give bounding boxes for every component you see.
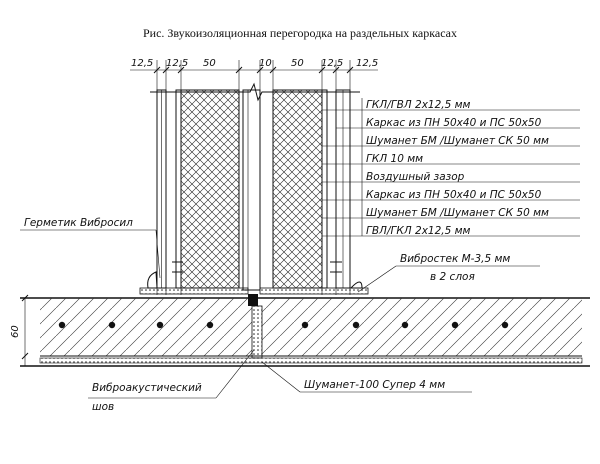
anchor-label-2: в 2 слоя [430,271,475,283]
dim-label: 50 [291,58,304,69]
layer-label: ГКЛ/ГВЛ 2х12,5 мм [366,99,471,111]
floor-slab: 60 [10,294,590,367]
layer-label: Шуманет БМ /Шуманет СК 50 мм [366,207,549,219]
dim-label: 12,5 [131,58,153,69]
dim-label: 50 [203,58,216,69]
partition [139,82,369,306]
layer-label: ГКЛ 10 мм [366,153,423,165]
layer-label: Шуманет БМ /Шуманет СК 50 мм [366,135,549,147]
dim-label: 10 [259,58,272,69]
underlay-label: Шуманет-100 Супер 4 мм [304,379,445,391]
layer-label: Воздушный зазор [366,171,465,183]
joint-label: Виброакустический [92,382,202,394]
layer-label: Каркас из ПН 50х40 и ПС 50х50 [366,117,542,129]
anchor-label: Виброcтек М-3,5 мм [400,253,510,265]
layer-label: Каркас из ПН 50х40 и ПС 50х50 [366,189,542,201]
dim-label: 12,5 [321,58,343,69]
joint-label-2: шов [92,401,114,413]
layer-label: ГВЛ/ГКЛ 2х12,5 мм [366,225,471,237]
sealant-label: Герметик Вибросил [24,217,133,229]
callouts: Герметик Вибросил Виброcтек М-3,5 мм в 2… [20,217,540,413]
figure-title: Рис. Звукоизоляционная перегородка на ра… [143,26,457,40]
layer-legend: ГКЛ/ГВЛ 2х12,5 мм Каркас из ПН 50х40 и П… [322,98,580,237]
dim-label: 12,5 [356,58,378,69]
side-dimension: 60 [10,325,21,338]
dim-label: 12,5 [166,58,188,69]
